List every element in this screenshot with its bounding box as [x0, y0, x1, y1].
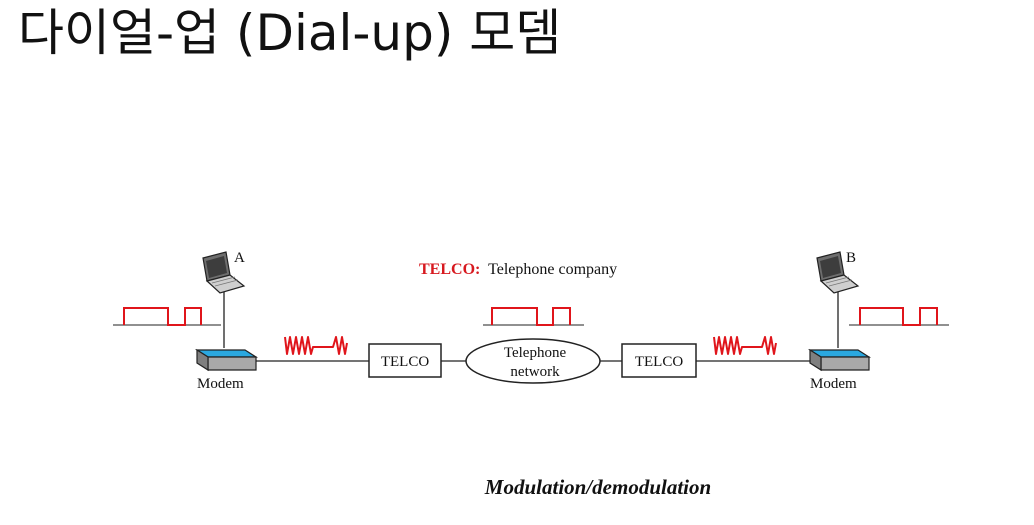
legend: TELCO: Telephone company — [419, 261, 617, 278]
network-label-line1: Telephone — [504, 345, 567, 361]
analog-signal-right — [713, 336, 777, 355]
diagram-caption: Modulation/demodulation — [484, 475, 711, 499]
station-a-label: A — [234, 250, 245, 266]
analog-signal-left — [284, 336, 348, 355]
modem-a-label: Modem — [197, 376, 244, 392]
computer-b — [816, 251, 860, 348]
telco-left-box — [368, 343, 442, 378]
telephone-network-cloud — [465, 338, 601, 384]
modem-b-label: Modem — [810, 376, 857, 392]
digital-signal-a — [113, 307, 221, 326]
modem-a — [194, 348, 259, 372]
station-b-label: B — [846, 250, 856, 266]
digital-signal-b — [849, 307, 949, 326]
telco-right-label: TELCO — [635, 354, 683, 370]
network-label-line2: network — [510, 364, 560, 380]
legend-text: Telephone company — [488, 261, 617, 278]
telco-right-box — [621, 343, 697, 378]
slide-title: 다이얼-업 (Dial-up) 모뎀 — [18, 4, 562, 62]
computer-a — [202, 251, 246, 348]
telco-left-label: TELCO — [381, 354, 429, 370]
legend-abbr: TELCO: — [419, 261, 480, 278]
digital-signal-middle — [483, 307, 584, 326]
modem-b — [807, 348, 872, 372]
